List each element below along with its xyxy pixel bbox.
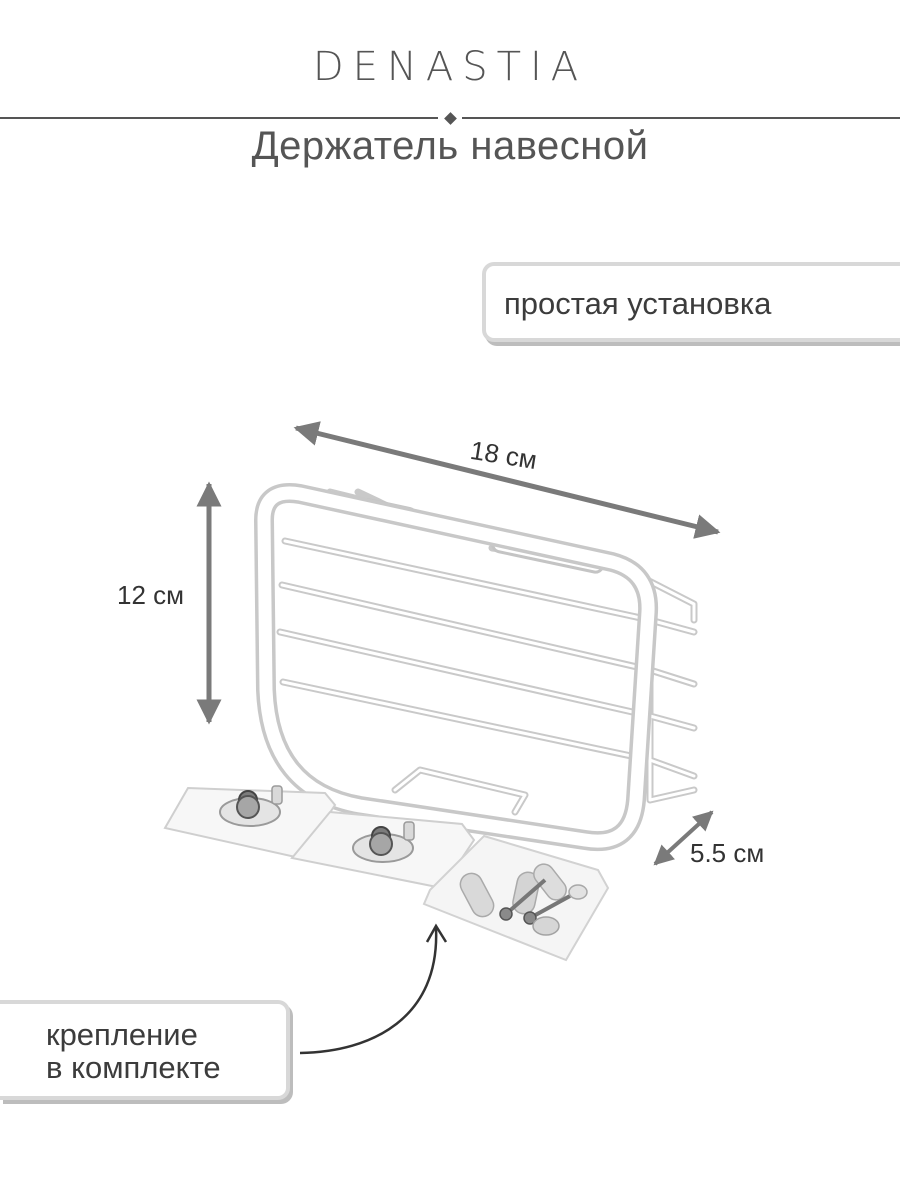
header-divider-right bbox=[462, 117, 900, 119]
wire-basket bbox=[254, 483, 698, 852]
mounting-callout: крепление в комплекте bbox=[0, 1000, 290, 1100]
installation-callout: простая установка bbox=[482, 262, 900, 342]
brand-logo: DENASTIA bbox=[312, 44, 588, 90]
header-divider-left bbox=[0, 117, 438, 119]
mounting-pointer-arrowhead bbox=[425, 923, 448, 943]
mounting-callout-line2: в комплекте bbox=[46, 1050, 221, 1085]
screw-kit-bag bbox=[422, 834, 610, 962]
mounting-callout-line1: крепление bbox=[46, 1017, 198, 1052]
mounting-pointer-arrow bbox=[299, 927, 438, 1055]
depth-dimension-label: 5.5 см bbox=[690, 838, 765, 868]
width-dimension-arrow bbox=[293, 421, 721, 539]
product-title: Держатель навесной bbox=[251, 124, 649, 168]
height-dimension-label: 12 см bbox=[117, 580, 185, 610]
adhesive-pad-right bbox=[290, 810, 476, 890]
depth-dimension-arrow bbox=[653, 810, 714, 866]
installation-callout-text: простая установка bbox=[504, 286, 772, 321]
